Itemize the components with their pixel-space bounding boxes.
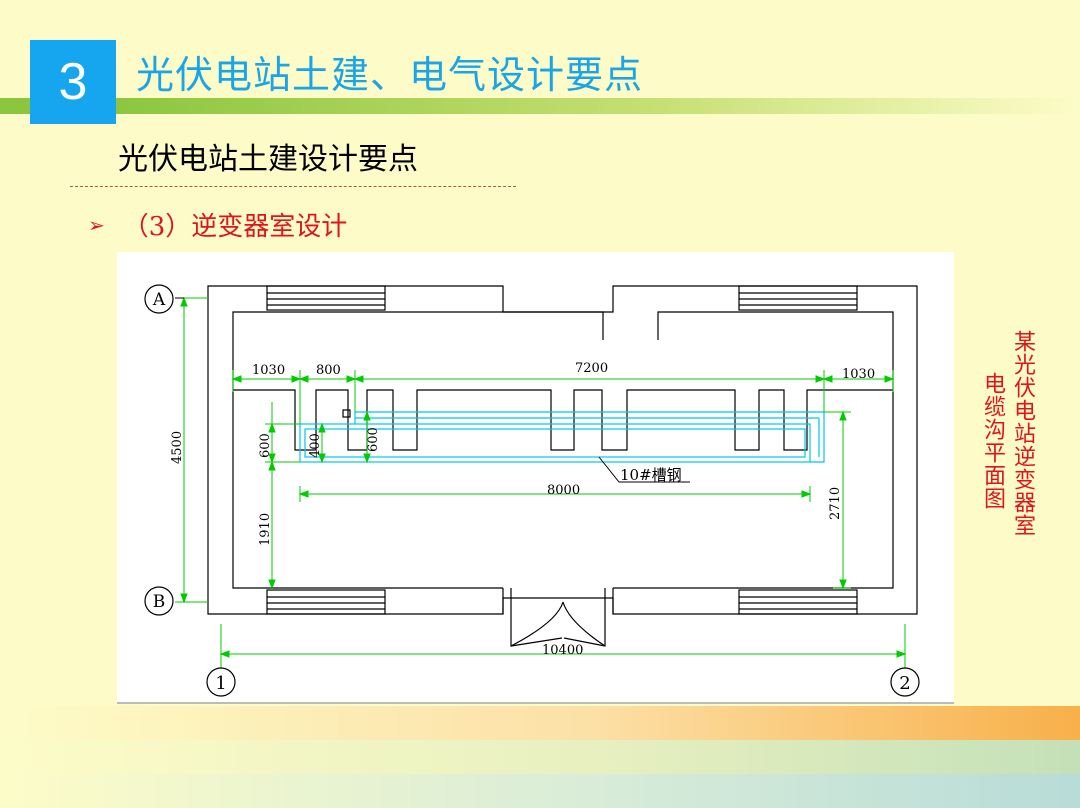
floor-plan-svg: 10#槽钢 <box>117 284 954 704</box>
dim-1030-right: 1030 <box>842 367 875 382</box>
dim-7200: 7200 <box>575 361 608 376</box>
inner-wall-top-left <box>232 311 604 390</box>
dim-10400: 10400 <box>542 643 583 658</box>
caption-line-2: 电缆沟平面图 <box>980 372 1005 510</box>
dim-2710: 2710 <box>828 487 843 520</box>
axis-1-label: 1 <box>215 673 226 694</box>
axis-2-bubble <box>890 667 920 697</box>
dim-600-b: 600 <box>366 427 381 452</box>
axis-2-label: 2 <box>899 673 910 694</box>
dimension-lines <box>175 296 907 672</box>
bullet-item: ➢ （3）逆变器室设计 <box>88 206 347 243</box>
window-bottom-right <box>738 589 858 615</box>
bullet-arrow-icon: ➢ <box>88 212 105 237</box>
footer-band-2 <box>0 740 1080 774</box>
dim-8000: 8000 <box>547 483 580 498</box>
dashed-divider <box>70 186 516 187</box>
channel-steel-label: 10#槽钢 <box>620 466 682 484</box>
bullet-text: （3）逆变器室设计 <box>122 212 348 242</box>
dim-1030-left: 1030 <box>252 363 285 378</box>
slide-title: 光伏电站土建、电气设计要点 <box>136 53 644 97</box>
axis-b-label: B <box>153 592 166 612</box>
axis-a-label: A <box>152 290 166 310</box>
cable-trench-profile <box>233 389 893 451</box>
axis-a-bubble <box>144 284 174 314</box>
header-band-right <box>116 98 1080 114</box>
small-square-mark <box>342 409 351 418</box>
axis-b-bubble <box>144 586 174 616</box>
leader-line <box>598 456 690 483</box>
door-leaf-left <box>510 588 563 647</box>
dim-1910: 1910 <box>258 513 273 546</box>
dim-400: 400 <box>308 433 323 458</box>
window-bottom-left <box>266 589 386 615</box>
door-swing-right <box>562 601 606 647</box>
section-number: 3 <box>30 40 116 124</box>
inner-wall-top-right <box>657 311 894 390</box>
dim-600-a: 600 <box>258 433 273 458</box>
dimension-labels: 1030 800 7200 1030 8000 10400 4500 600 4… <box>170 361 875 658</box>
window-top-right <box>738 285 858 311</box>
window-top-left <box>266 285 386 311</box>
dim-800: 800 <box>316 363 341 378</box>
walls <box>207 285 918 647</box>
slide-subtitle: 光伏电站土建设计要点 <box>118 142 418 177</box>
axis-1-bubble <box>206 667 236 697</box>
door-swing-left <box>510 601 564 647</box>
axis-markers: A B 1 2 <box>144 284 920 697</box>
dim-4500: 4500 <box>170 431 185 464</box>
floor-plan-drawing: 10#槽钢 <box>117 252 954 704</box>
header-band-left <box>0 98 30 114</box>
footer-band-1 <box>0 706 1080 740</box>
caption-line-1: 某光伏电站逆变器室 <box>1010 330 1035 537</box>
inner-wall-bottom-left <box>232 390 503 589</box>
door-leaf-right <box>563 588 606 647</box>
footer-band-3 <box>0 774 1080 808</box>
channel-steel <box>299 411 825 463</box>
inner-wall-bottom-right <box>613 390 894 589</box>
